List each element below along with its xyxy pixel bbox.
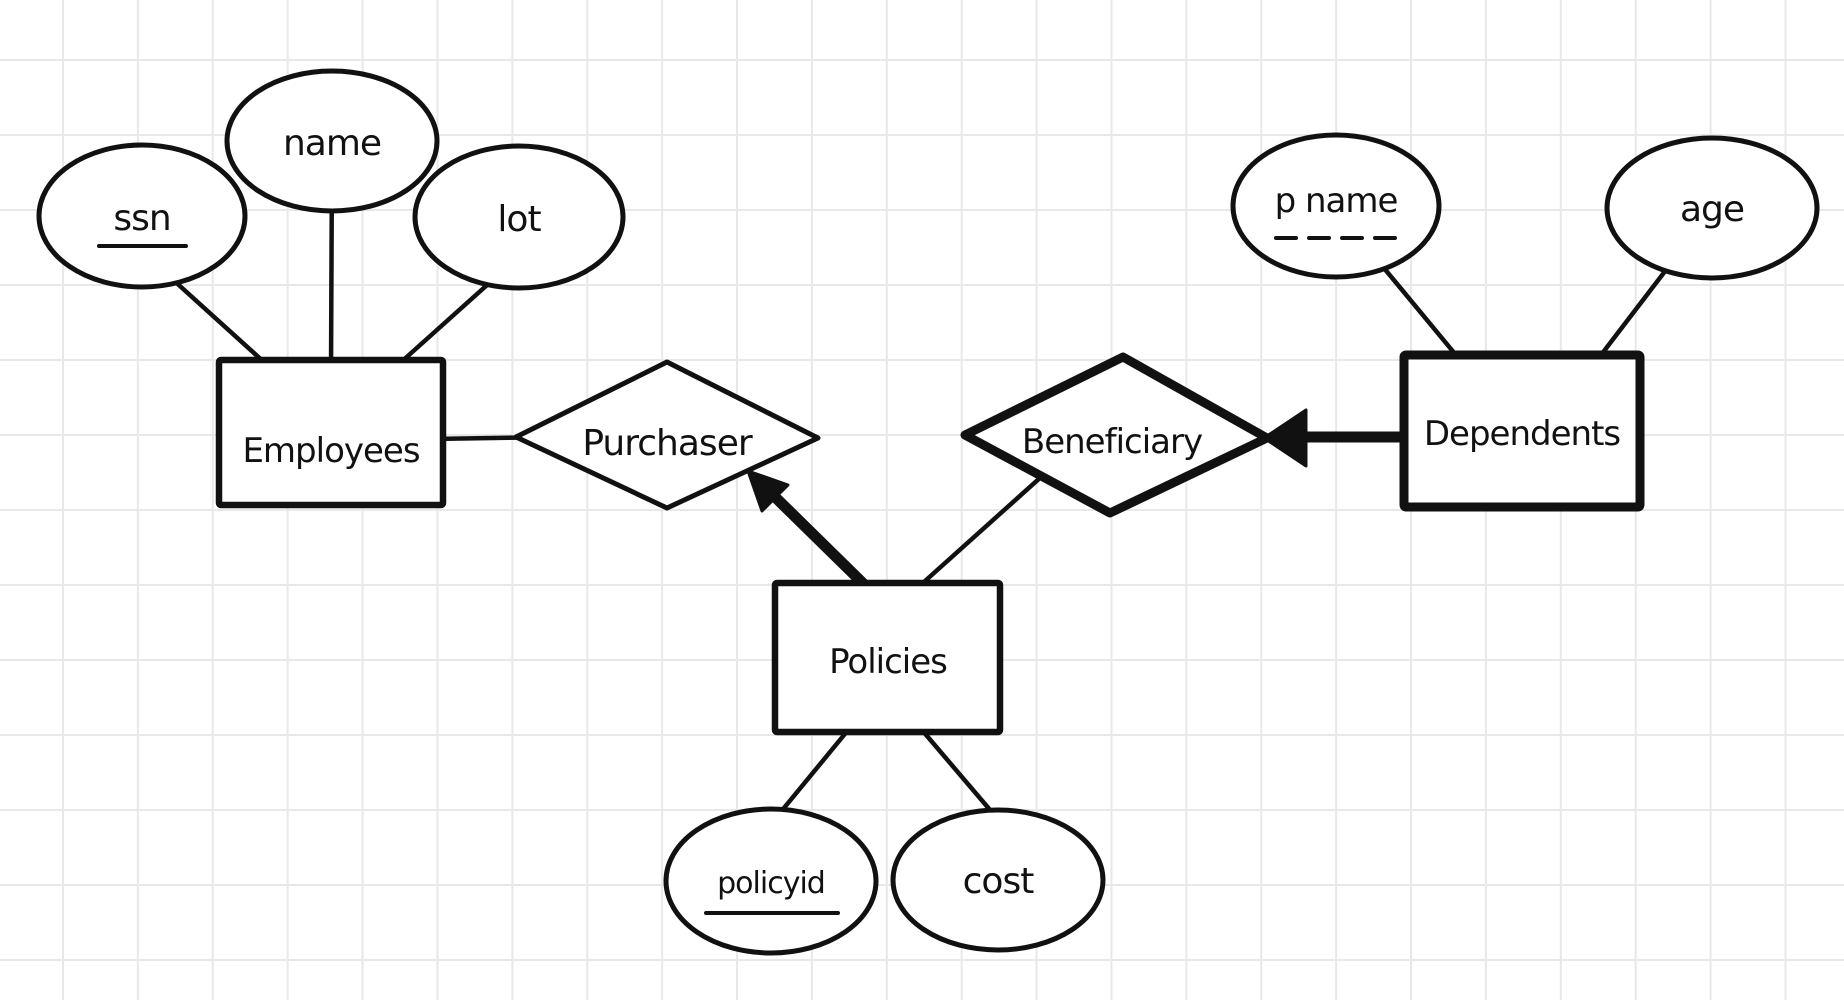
label-pname: p name	[1275, 181, 1398, 221]
attribute-ellipse-cost	[890, 807, 1106, 953]
label-beneficiary: Beneficiary	[1022, 422, 1203, 462]
arrowhead-into-beneficiary	[1262, 408, 1308, 468]
attribute-ellipse-name	[224, 68, 440, 214]
edge-ssn-employees	[157, 265, 278, 375]
label-cost: cost	[963, 861, 1035, 902]
labels: ssn name lot Employees Purchaser Policie…	[113, 123, 1745, 902]
er-shapes	[36, 68, 1820, 956]
label-name: name	[283, 123, 381, 164]
label-lot: lot	[497, 199, 541, 240]
attribute-ellipse-age	[1604, 135, 1820, 281]
entity-rect-employees	[215, 356, 447, 509]
key-underlines	[97, 236, 1400, 915]
attribute-ellipse-lot	[412, 143, 626, 291]
arrowheads	[746, 408, 1308, 513]
arrowhead-into-purchaser	[746, 469, 790, 513]
entity-rect-policies	[771, 579, 1004, 736]
attribute-ellipse-policyid	[663, 806, 879, 956]
label-employees: Employees	[242, 431, 419, 471]
attribute-ellipse-ssn	[36, 142, 248, 290]
label-age: age	[1680, 189, 1744, 230]
label-dependents: Dependents	[1424, 414, 1621, 454]
label-policyid: policyid	[717, 866, 825, 901]
label-purchaser: Purchaser	[582, 423, 752, 464]
relationship-diamond-purchaser	[513, 359, 821, 511]
identifying-relationship-diamond-beneficiary	[960, 352, 1272, 518]
weak-entity-rect-dependents	[1399, 350, 1645, 512]
label-ssn: ssn	[113, 198, 170, 239]
attribute-ellipse-pname	[1230, 132, 1442, 280]
label-policies: Policies	[829, 642, 947, 682]
edge-policies-beneficiary	[912, 457, 1063, 593]
